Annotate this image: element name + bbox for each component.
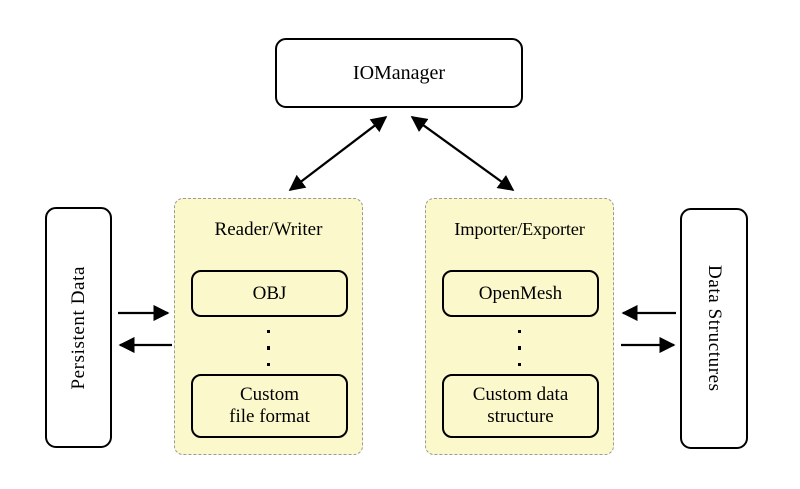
ellipsis-reader-writer (175, 330, 362, 366)
panel-importer-exporter: Importer/Exporter OpenMesh Custom data s… (425, 198, 614, 455)
node-openmesh-label: OpenMesh (478, 282, 563, 304)
node-io-manager[interactable]: IOManager (275, 38, 523, 108)
ellipsis-dot (517, 346, 522, 350)
node-obj-label: OBJ (252, 282, 287, 304)
data-structures-label: Data Structures (704, 265, 725, 392)
ellipsis-importer-exporter (426, 330, 613, 366)
node-data-structures[interactable]: Data Structures (680, 208, 748, 449)
node-custom-data-structure-label: Custom data structure (473, 384, 569, 429)
custom-data-structure-line1: Custom data (472, 383, 569, 405)
arrow-manager-readerwriter (288, 116, 388, 191)
node-persistent-data[interactable]: Persistent Data (45, 207, 112, 448)
panel-reader-writer-title: Reader/Writer (214, 219, 323, 240)
custom-file-format-line2: file format (229, 406, 310, 427)
node-custom-file-format[interactable]: Custom file format (191, 374, 348, 438)
ellipsis-dot (266, 346, 271, 350)
panel-reader-writer: Reader/Writer OBJ Custom file format (174, 198, 363, 455)
ellipsis-dot (266, 362, 271, 366)
arrow-manager-importerexporter (410, 116, 515, 191)
node-custom-file-format-label: Custom file format (229, 384, 310, 429)
ellipsis-dot (266, 330, 271, 334)
ellipsis-dot (517, 330, 522, 334)
node-openmesh[interactable]: OpenMesh (442, 270, 599, 317)
io-manager-label: IOManager (352, 61, 446, 84)
ellipsis-dot (517, 362, 522, 366)
node-custom-data-structure[interactable]: Custom data structure (442, 374, 599, 438)
persistent-data-label: Persistent Data (67, 265, 89, 390)
panel-importer-exporter-title: Importer/Exporter (454, 219, 585, 239)
custom-data-structure-line2: structure (487, 406, 554, 427)
node-obj[interactable]: OBJ (191, 270, 348, 317)
custom-file-format-line1: Custom (239, 383, 300, 405)
